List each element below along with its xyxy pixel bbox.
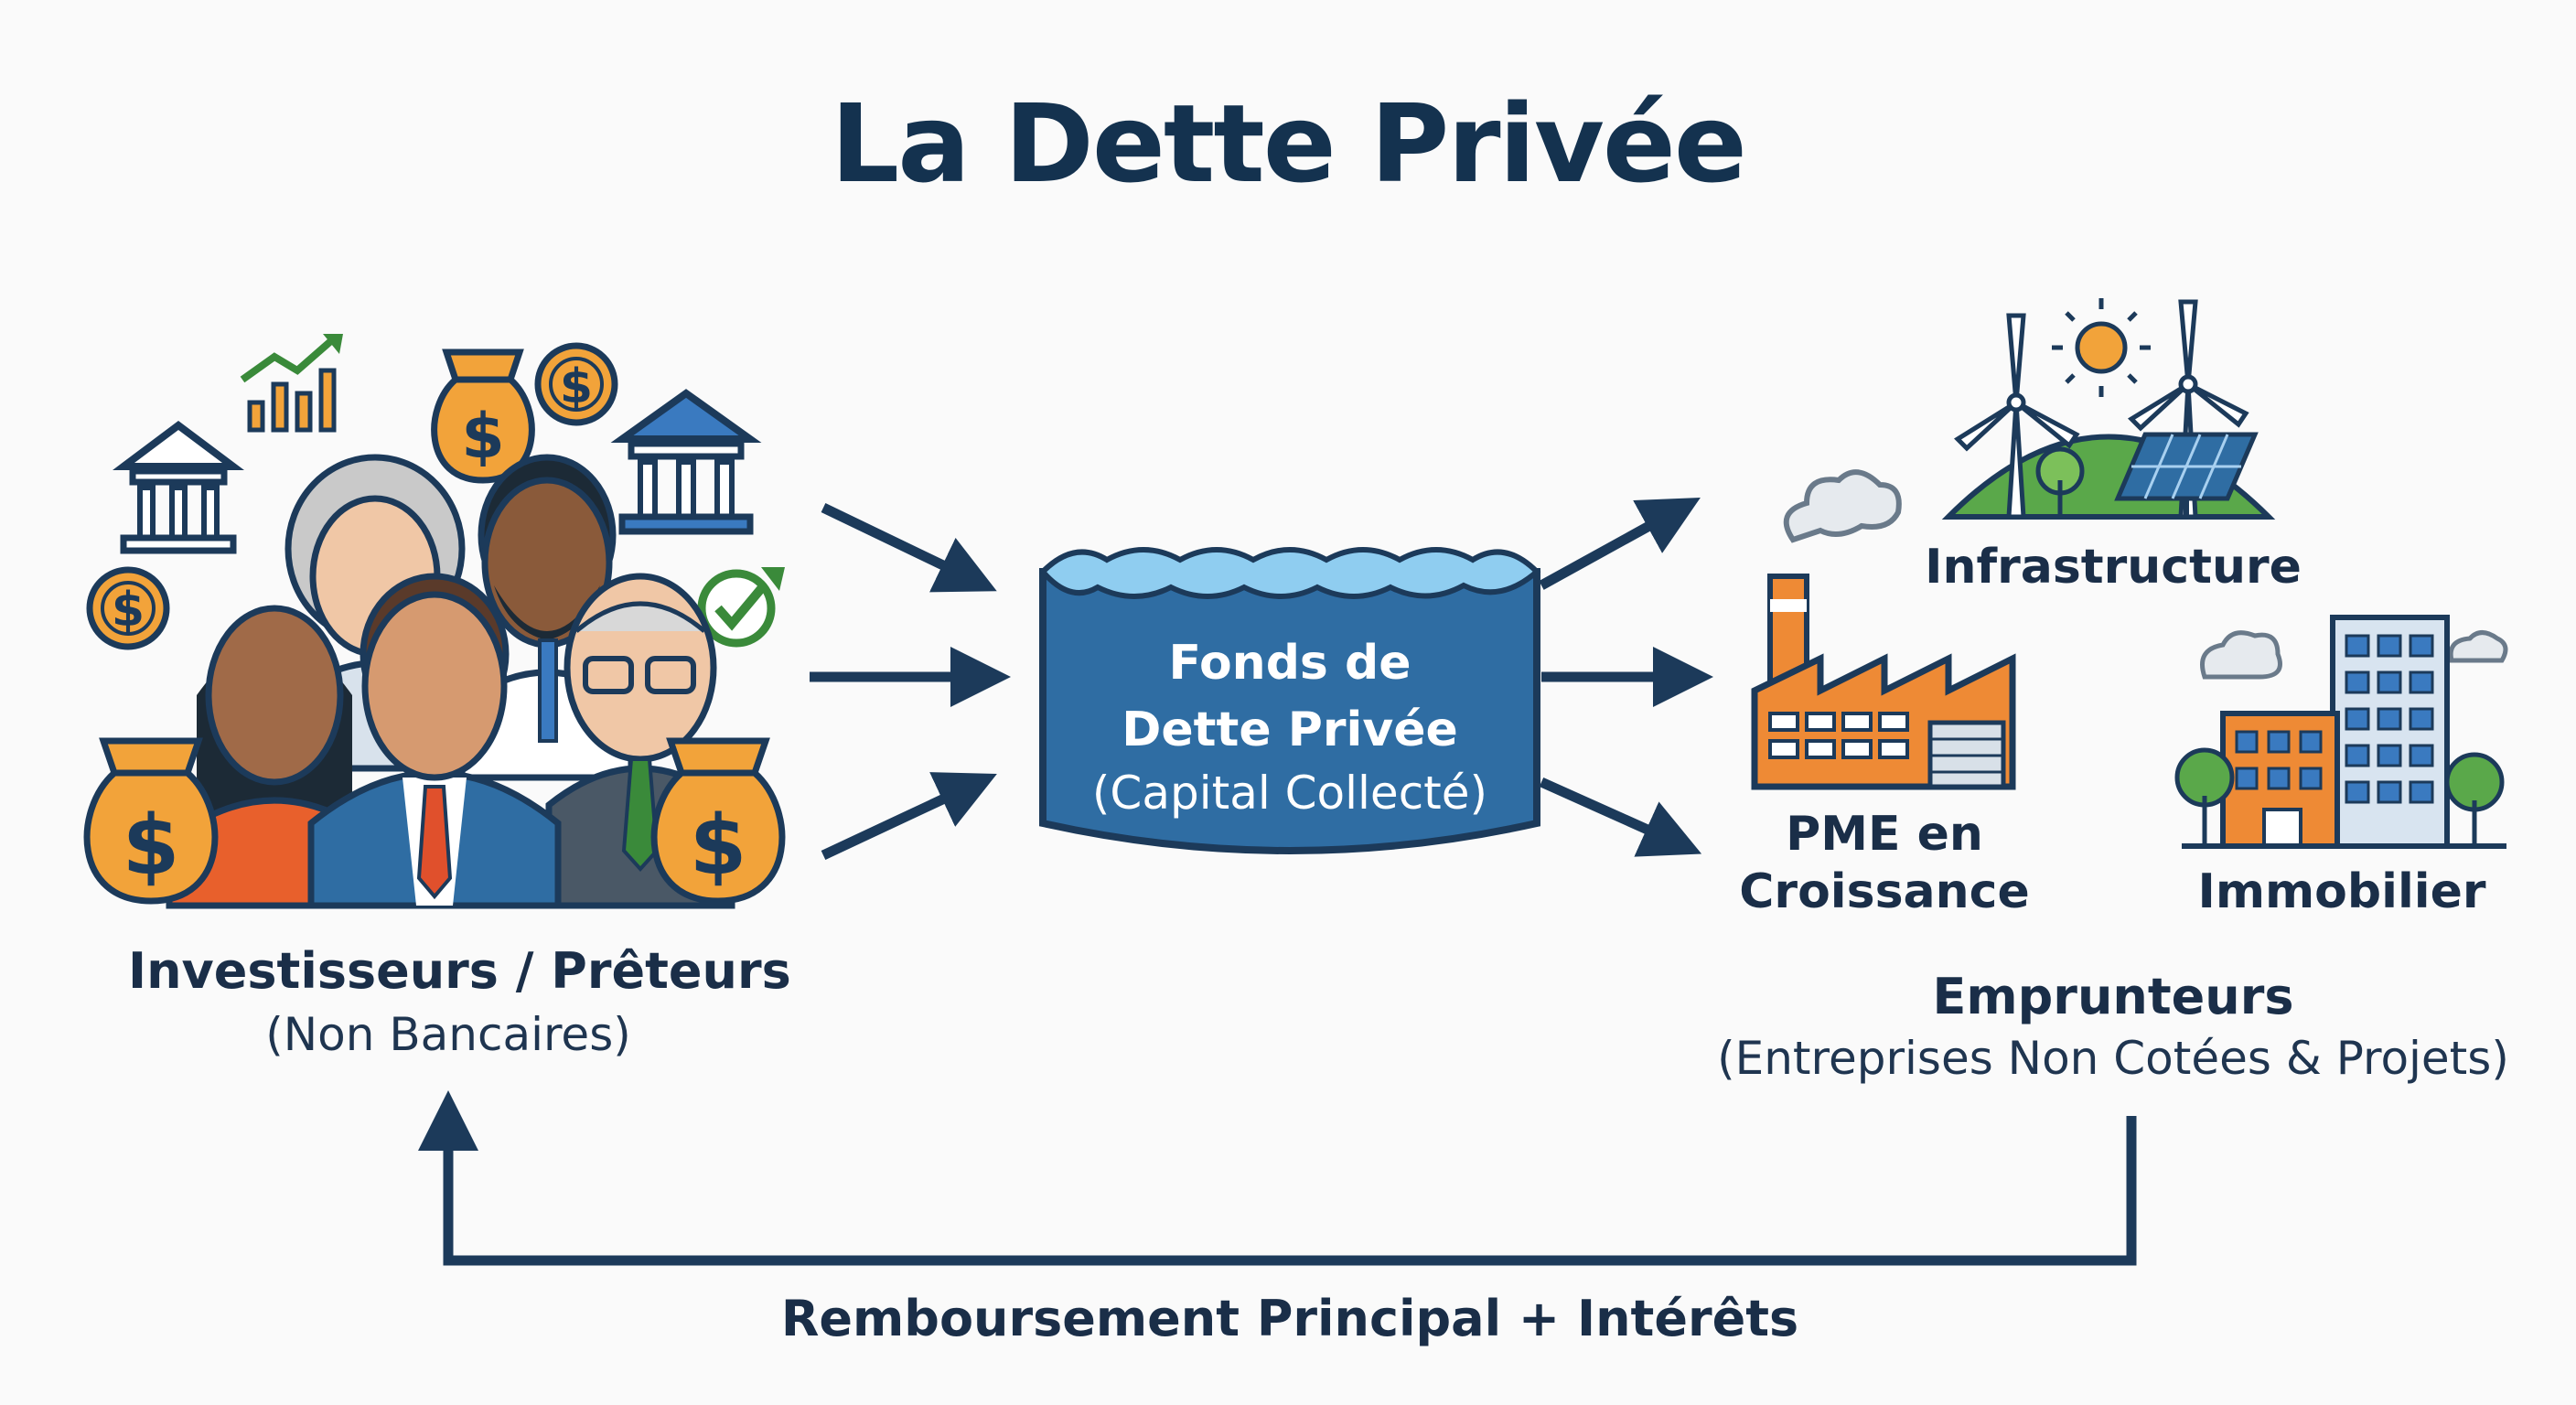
coin-icon: $ <box>86 566 170 650</box>
fund-tank <box>1038 547 1541 854</box>
growth-chart-icon <box>240 334 343 433</box>
infrastructure-icon <box>1941 298 2276 520</box>
person-avatar <box>458 454 635 781</box>
money-bag-icon: $ <box>650 737 786 905</box>
repayment-arrow <box>418 1090 2137 1266</box>
wind-turbine-icon <box>1954 313 2080 520</box>
svg-text:$: $ <box>690 798 747 894</box>
inflow-arrow <box>821 772 997 860</box>
category-infrastructure: Infrastructure <box>1925 540 2302 595</box>
svg-text:$: $ <box>123 798 180 894</box>
money-bag-icon: $ <box>431 349 535 484</box>
solar-panel-icon <box>2114 432 2259 517</box>
tree-icon <box>2444 752 2505 846</box>
investors-illustration: $ $ $ <box>83 334 786 909</box>
borrowers-label: Emprunteurs <box>1932 968 2294 1025</box>
sun-icon <box>2052 298 2151 397</box>
fund-label-line2: Dette Privée <box>1122 702 1458 757</box>
check-target-icon <box>697 567 785 648</box>
svg-text:$: $ <box>461 401 504 473</box>
bank-icon <box>610 389 762 535</box>
category-pme-line1: PME en <box>1786 807 1983 862</box>
inflow-arrows <box>810 503 1011 860</box>
person-avatar <box>307 573 562 909</box>
outflow-arrow <box>1539 777 1702 857</box>
outflow-arrow <box>1539 498 1701 590</box>
repayment-label: Remboursement Principal + Intérêts <box>780 1290 1799 1347</box>
money-bag-icon: $ <box>83 737 219 905</box>
fund-label-line3: (Capital Collecté) <box>1091 767 1488 820</box>
svg-text:$: $ <box>112 583 145 638</box>
bank-icon <box>113 421 244 554</box>
fund-label-line1: Fonds de <box>1168 636 1411 691</box>
outflow-arrows <box>1539 498 1713 857</box>
page-title: La Dette Privée <box>831 80 1747 207</box>
tree-icon <box>2174 747 2235 846</box>
factory-icon <box>1751 469 2016 790</box>
svg-text:$: $ <box>560 359 593 414</box>
inflow-arrow <box>821 503 997 593</box>
tree-icon <box>2035 446 2085 517</box>
coin-icon: $ <box>534 342 618 426</box>
category-pme-line2: Croissance <box>1739 864 2030 919</box>
investors-sublabel: (Non Bancaires) <box>265 1008 631 1061</box>
borrowers-sublabel: (Entreprises Non Cotées & Projets) <box>1717 1032 2509 1085</box>
category-real-estate: Immobilier <box>2197 864 2486 919</box>
real-estate-icon <box>2174 615 2508 849</box>
investors-label: Investisseurs / Prêteurs <box>128 942 791 1000</box>
